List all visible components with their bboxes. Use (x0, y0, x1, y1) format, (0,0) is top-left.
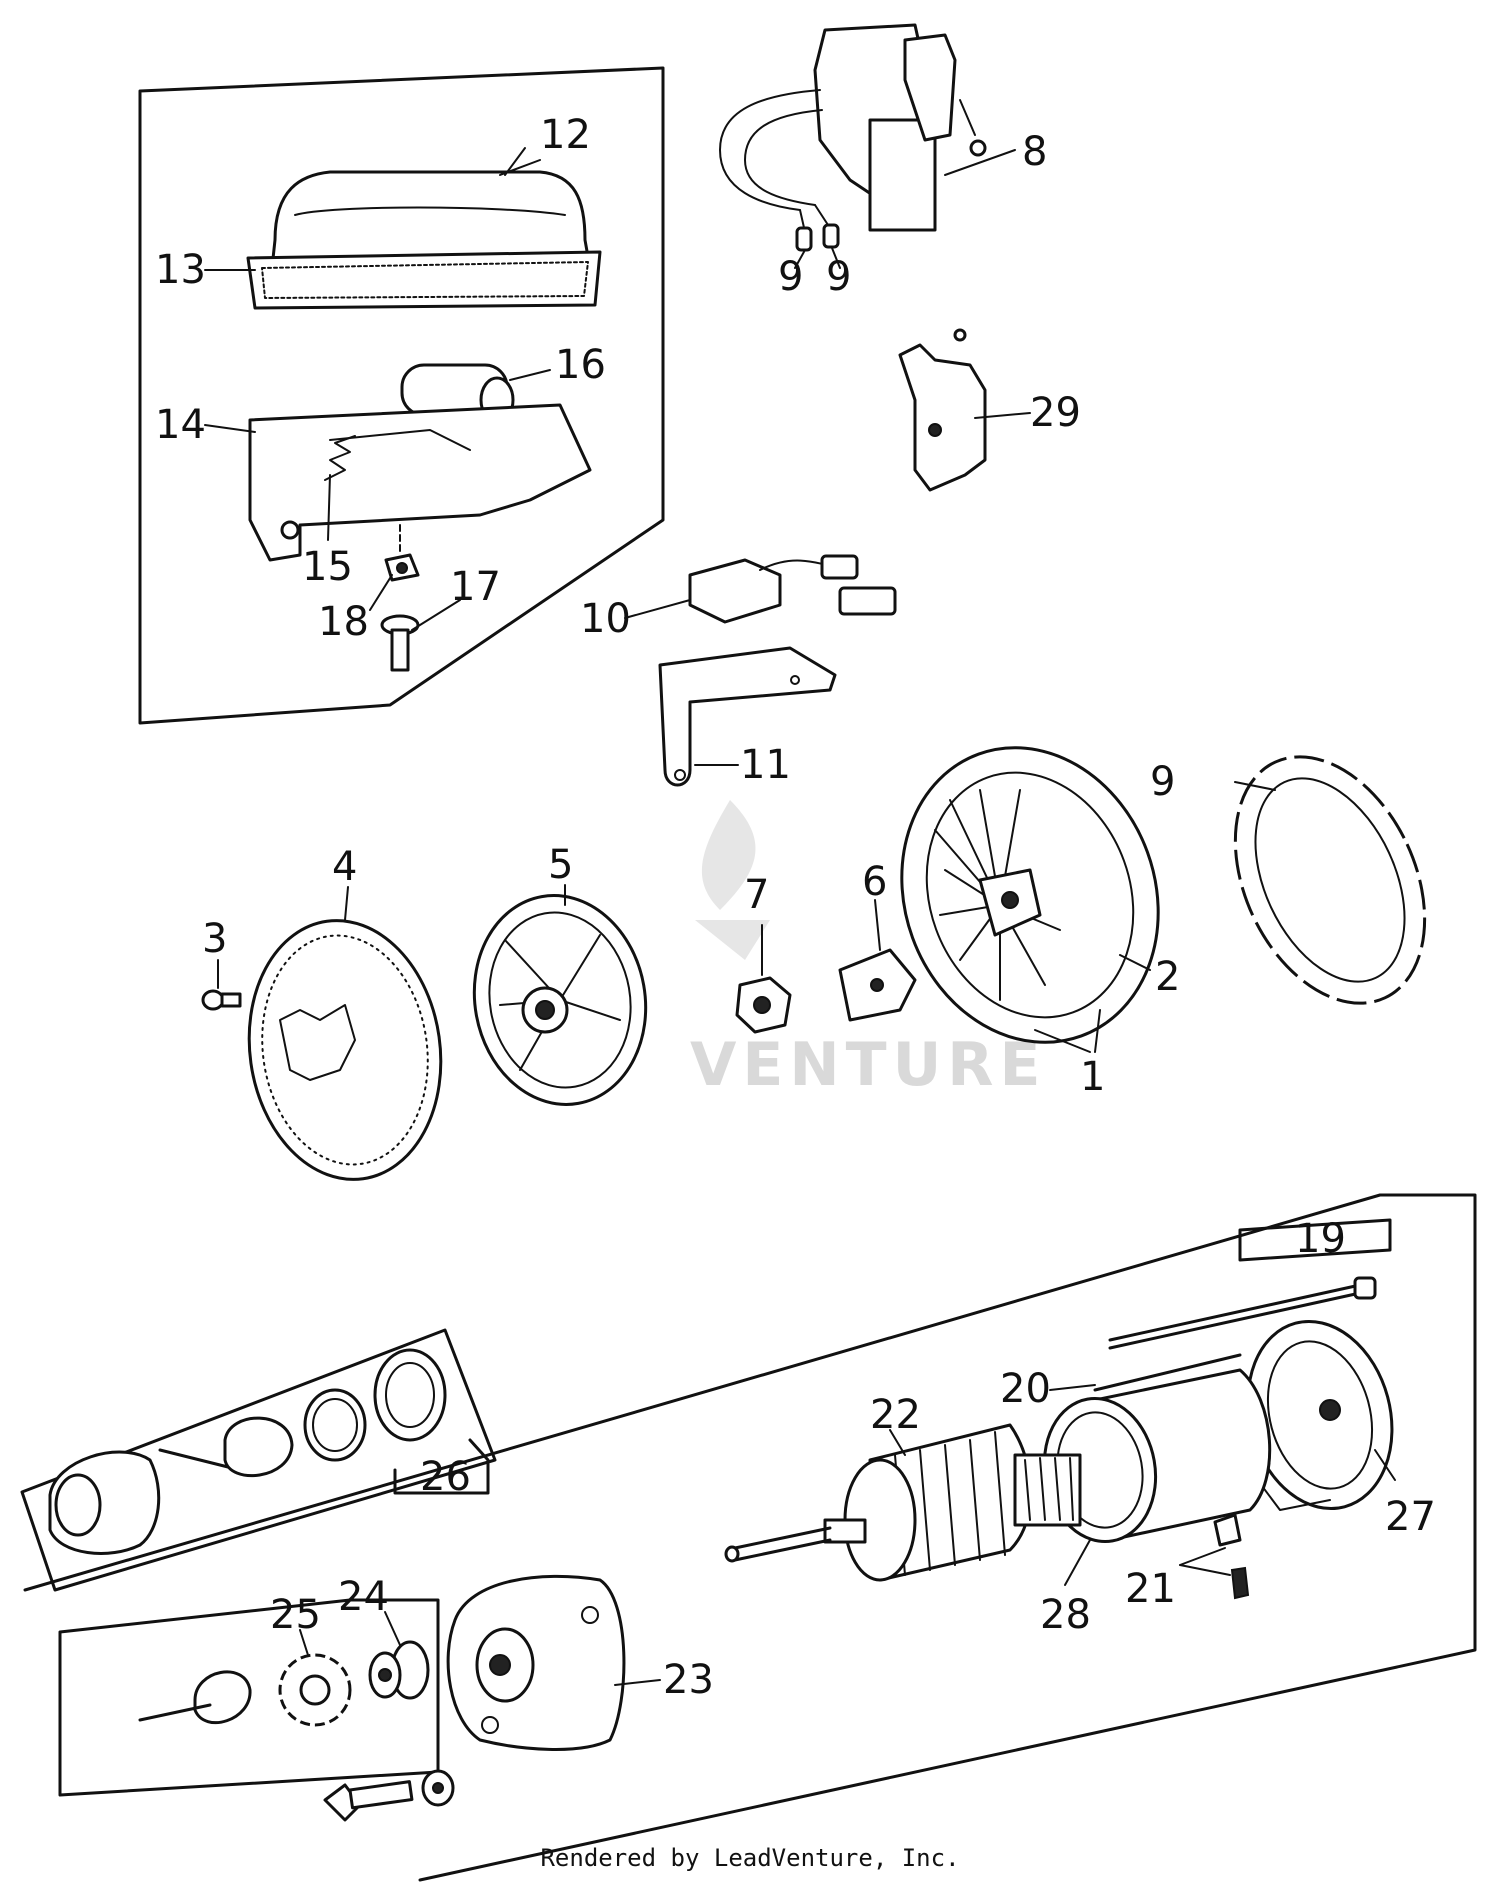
callout-4: 4 (332, 844, 357, 890)
callout-9a: 9 (778, 254, 803, 300)
callout-2: 2 (1155, 954, 1180, 1000)
part-19-nut (384, 553, 420, 582)
part-9-wires (795, 204, 840, 252)
callout-21: 20 (1000, 1366, 1051, 1412)
callout-10: 9 (1150, 759, 1175, 805)
callout-11: 10 (580, 596, 631, 642)
part-10-stator (1233, 755, 1427, 1005)
part-12-mounting-bracket (658, 646, 837, 787)
part-drive-pin (138, 1670, 252, 1725)
callout-18: 17 (450, 564, 501, 610)
callout-25: 24 (338, 1574, 389, 1620)
part-11-rectifier (688, 554, 897, 624)
part-20-through-bolt (1108, 1276, 1377, 1350)
callout-15: 14 (155, 402, 206, 448)
callout-1: 1 (1080, 1054, 1105, 1100)
group-box-ignition (138, 66, 665, 725)
part-14-gasket (246, 250, 602, 310)
part-23-armature (724, 1423, 1082, 1582)
callout-29: 28 (1040, 1592, 1091, 1638)
part-8-ignition-coil (719, 23, 987, 232)
callout-17: 16 (555, 342, 606, 388)
callout-6: 6 (862, 859, 887, 905)
callout-12: 11 (740, 742, 791, 788)
callout-20: 19 (1295, 1216, 1346, 1262)
callout-24: 23 (663, 1657, 714, 1703)
callout-14: 13 (155, 247, 206, 293)
part-2-flywheel (900, 746, 1160, 1044)
callout-30: 29 (1030, 390, 1081, 436)
part-26-pinion-gear (278, 1653, 352, 1727)
callout-13: 12 (540, 112, 591, 158)
part-15-breaker-plate (248, 403, 592, 562)
callout-8: 8 (1022, 129, 1047, 175)
part-27-drive-kit (48, 1348, 447, 1555)
part-16-spring (324, 435, 356, 481)
part-24-drive-end-housing (446, 1574, 626, 1751)
callout-26: 25 (270, 1592, 321, 1638)
callout-3: 3 (202, 916, 227, 962)
part-28-end-cap (1246, 1319, 1394, 1511)
callout-22: 21 (1125, 1566, 1176, 1612)
callout-7: 7 (744, 872, 769, 918)
callout-28: 27 (1385, 1494, 1436, 1540)
part-7-nut (735, 976, 792, 1034)
part-bolt-nut (323, 1769, 455, 1822)
part-25-washer (368, 1640, 430, 1700)
part-13-breaker-cover (270, 159, 592, 270)
callout-27: 26 (420, 1454, 471, 1500)
part-4-screen (247, 919, 443, 1181)
callout-5: 5 (548, 842, 573, 888)
callout-23: 22 (870, 1392, 921, 1438)
callout-16: 15 (302, 544, 353, 590)
part-18-screw (380, 614, 420, 672)
part-22-brushes (1213, 1513, 1250, 1600)
part-21-bolt (1093, 1353, 1242, 1392)
callout-9b: 9 (826, 254, 851, 300)
footer-credit: Rendered by LeadVenture, Inc. (540, 1844, 960, 1872)
group-box-starter-motor (23, 1193, 1477, 1882)
part-30-bracket (898, 328, 987, 492)
part-5-starter-cup (472, 894, 648, 1106)
watermark-text: VENTURE (690, 1030, 1046, 1100)
watermark: VENTURE (690, 800, 1046, 1100)
part-6-plate (838, 948, 917, 1022)
part-3-screw (201, 989, 242, 1011)
callout-19: 18 (318, 599, 369, 645)
